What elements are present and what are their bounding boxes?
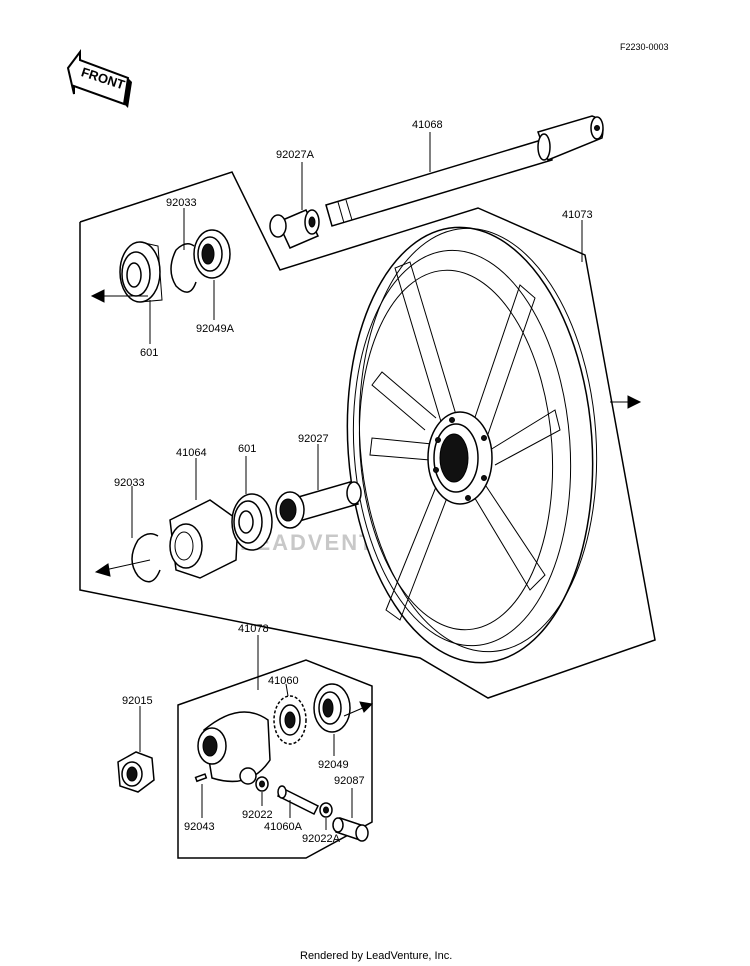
circlip-upper: [170, 243, 197, 293]
label-92022: 92022: [242, 809, 273, 821]
label-92033-upper: 92033: [166, 197, 197, 209]
label-92043: 92043: [184, 821, 215, 833]
gear-cover: [169, 499, 239, 579]
reference-code: F2230-0003: [620, 42, 669, 52]
label-41060a: 41060A: [264, 821, 303, 833]
axle: [325, 115, 604, 227]
gear: [273, 695, 307, 745]
bearing-upper: [119, 241, 163, 303]
speedometer-assembly-outline: [177, 659, 373, 859]
gear-housing: [197, 711, 271, 785]
collar-92027: [275, 481, 362, 529]
label-41060: 41060: [268, 675, 299, 687]
bushing: [332, 817, 369, 842]
oil-seal-upper: [193, 229, 231, 279]
label-92015: 92015: [122, 695, 153, 707]
circlip-lower: [131, 533, 161, 583]
wheel: [346, 226, 598, 664]
collar-92027a: [269, 209, 320, 249]
leader-lines: [131, 132, 583, 830]
pin: [194, 773, 208, 783]
label-92027: 92027: [298, 433, 329, 445]
oil-seal-lower: [313, 683, 351, 733]
label-92087: 92087: [334, 775, 365, 787]
label-92049: 92049: [318, 759, 349, 771]
label-92027a: 92027A: [276, 149, 315, 161]
label-41068: 41068: [412, 119, 443, 131]
washer: [255, 776, 269, 792]
label-41078: 41078: [238, 623, 269, 635]
front-arrow-icon: FRONT: [66, 49, 132, 108]
label-601-lower: 601: [238, 443, 256, 455]
wheel-assembly-outline: [79, 171, 656, 699]
bearing-lower: [231, 493, 273, 551]
pinion: [276, 785, 320, 816]
footer-credit: Rendered by LeadVenture, Inc.: [300, 950, 452, 962]
alignment-arrows: [90, 289, 642, 717]
label-41064: 41064: [176, 447, 207, 459]
axle-nut: [117, 751, 155, 793]
label-601-upper: 601: [140, 347, 158, 359]
label-92033-lower: 92033: [114, 477, 145, 489]
washer-a: [319, 802, 333, 818]
label-41073: 41073: [562, 209, 593, 221]
label-92049a: 92049A: [196, 323, 235, 335]
label-92022a: 92022A: [302, 833, 341, 845]
